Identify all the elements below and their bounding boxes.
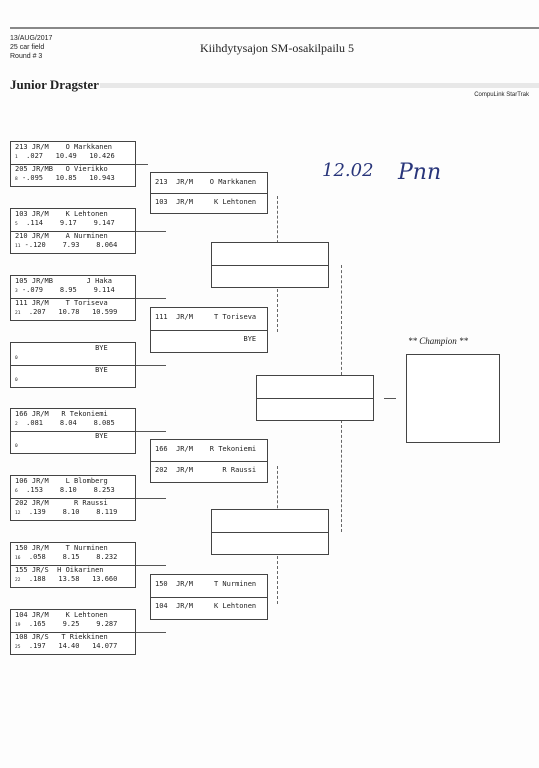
seed: 16 (15, 556, 21, 561)
seed: 12 (15, 511, 21, 516)
entry-line: 202 JR/M R Raussi (155, 466, 257, 474)
brand-label: CompuLink StarTrak (474, 92, 529, 98)
class-title: Junior Dragster (10, 77, 99, 92)
entry-line: 111 JR/M T Toriseva (15, 299, 108, 307)
pairing-box: 106 JR/M L Blomberg 6 .153 8.10 8.253 202… (10, 475, 136, 521)
seed: 0 (15, 378, 18, 383)
bracket-connector (136, 431, 166, 432)
entry-line: BYE (15, 344, 108, 352)
entry-line: 213 JR/M O Markkanen (15, 143, 112, 151)
entry-line: 104 JR/M K Lehtonen (15, 611, 108, 619)
semifinal-box (211, 242, 329, 288)
pairing-box: BYE 0 BYE 0 (10, 342, 136, 388)
bracket-connector (136, 164, 148, 165)
seed: 6 (15, 489, 18, 494)
pairing-box: 166 JR/M R Tekoniemi 2 .081 8.04 8.085 BY… (10, 408, 136, 454)
entry-line: 104 JR/M K Lehtonen (155, 602, 257, 610)
pairing-box: 213 JR/M O Markkanen 103 JR/M K Lehtonen (150, 172, 268, 214)
pairing-box: 104 JR/M K Lehtonen 19 .165 9.25 9.287 10… (10, 609, 136, 655)
pairing-box: 166 JR/M R Tekoniemi 202 JR/M R Raussi (150, 439, 268, 483)
seed: 1 (15, 155, 18, 160)
bracket-connector (384, 398, 396, 399)
entry-line: 103 JR/M K Lehtonen (155, 198, 257, 206)
seed: 8 (15, 177, 18, 182)
entry-line: 108 JR/S T Riekkinen (15, 633, 108, 641)
event-title: Kiihdytysajon SM-osakilpailu 5 (200, 41, 354, 55)
semifinal-box (211, 509, 329, 555)
bracket-connector (136, 365, 166, 366)
entry-times: .197 14.40 14.077 (24, 642, 118, 650)
entry-line: 150 JR/M T Nurminen (155, 580, 257, 588)
bracket-connector (341, 420, 342, 532)
entry-times: .153 8.10 8.253 (21, 486, 115, 494)
seed: 2 (15, 422, 18, 427)
entry-line: BYE (15, 366, 108, 374)
entry-line: 103 JR/M K Lehtonen (15, 210, 108, 218)
header-rule (10, 27, 539, 29)
entry-line: 150 JR/M T Nurminen (15, 544, 108, 552)
seed: 0 (15, 356, 18, 361)
bracket-connector (341, 265, 342, 375)
entry-line: 155 JR/S H Oikarinen (15, 566, 104, 574)
champion-label: ** Champion ** (408, 336, 469, 346)
event-field: 25 car field (10, 44, 45, 51)
bracket-connector (136, 298, 166, 299)
bracket-connector (277, 546, 278, 604)
entry-line: 106 JR/M L Blomberg (15, 477, 108, 485)
dotted-rule (100, 83, 539, 88)
pairing-box: 103 JR/M K Lehtonen 5 .114 9.17 9.147 210… (10, 208, 136, 254)
final-box (256, 375, 374, 421)
entry-line: 213 JR/M O Markkanen (155, 178, 257, 186)
bracket-connector (277, 466, 278, 518)
seed: 19 (15, 623, 21, 628)
seed: 5 (15, 222, 18, 227)
entry-line: 105 JR/MB J Haka (15, 277, 112, 285)
entry-times: .139 8.10 8.119 (24, 508, 118, 516)
handwritten-time: 12.02 (322, 160, 374, 181)
handwritten-initials: Pnn (398, 160, 442, 185)
champion-box (406, 354, 500, 443)
entry-times: .207 10.78 10.599 (24, 308, 118, 316)
pairing-box: 105 JR/MB J Haka 3 -.079 8.95 9.114 111 J… (10, 275, 136, 321)
entry-times: -.120 7.93 8.064 (24, 241, 118, 249)
seed: 11 (15, 244, 21, 249)
bracket-connector (136, 498, 166, 499)
event-date: 13/AUG/2017 (10, 35, 53, 42)
pairing-box: 150 JR/M T Nurminen 16 .058 8.15 8.232 15… (10, 542, 136, 588)
entry-times: .165 9.25 9.287 (24, 620, 118, 628)
entry-line: 205 JR/MB O Vierikko (15, 165, 108, 173)
entry-times: .081 8.04 8.085 (21, 419, 115, 427)
bracket-connector (136, 565, 166, 566)
entry-times: -.079 8.95 9.114 (21, 286, 115, 294)
seed: 25 (15, 645, 21, 650)
bracket-connector (136, 231, 166, 232)
entry-times: .188 13.58 13.660 (24, 575, 118, 583)
bracket-connector (277, 196, 278, 248)
bracket-connector (136, 632, 166, 633)
entry-line: 202 JR/M R Raussi (15, 499, 108, 507)
entry-times: -.095 10.85 10.943 (21, 174, 115, 182)
pairing-box: 150 JR/M T Nurminen 104 JR/M K Lehtonen (150, 574, 268, 620)
pairing-box: 111 JR/M T Toriseva BYE (150, 307, 268, 353)
bracket-connector (277, 274, 278, 332)
event-info: 13/AUG/2017 25 car field Round # 3 (10, 34, 52, 61)
seed: 3 (15, 289, 18, 294)
entry-line: 166 JR/M R Tekoniemi (15, 410, 108, 418)
entry-line: BYE (15, 432, 108, 440)
entry-line: BYE (155, 335, 257, 343)
entry-line: 166 JR/M R Tekoniemi (155, 445, 257, 453)
seed: 0 (15, 444, 18, 449)
event-round: Round # 3 (10, 53, 43, 60)
seed: 22 (15, 578, 21, 583)
entry-times: .114 9.17 9.147 (21, 219, 115, 227)
seed: 21 (15, 311, 21, 316)
entry-times: .058 8.15 8.232 (24, 553, 118, 561)
entry-times: .027 10.49 10.426 (21, 152, 115, 160)
entry-line: 210 JR/M A Nurminen (15, 232, 108, 240)
entry-line: 111 JR/M T Toriseva (155, 313, 257, 321)
